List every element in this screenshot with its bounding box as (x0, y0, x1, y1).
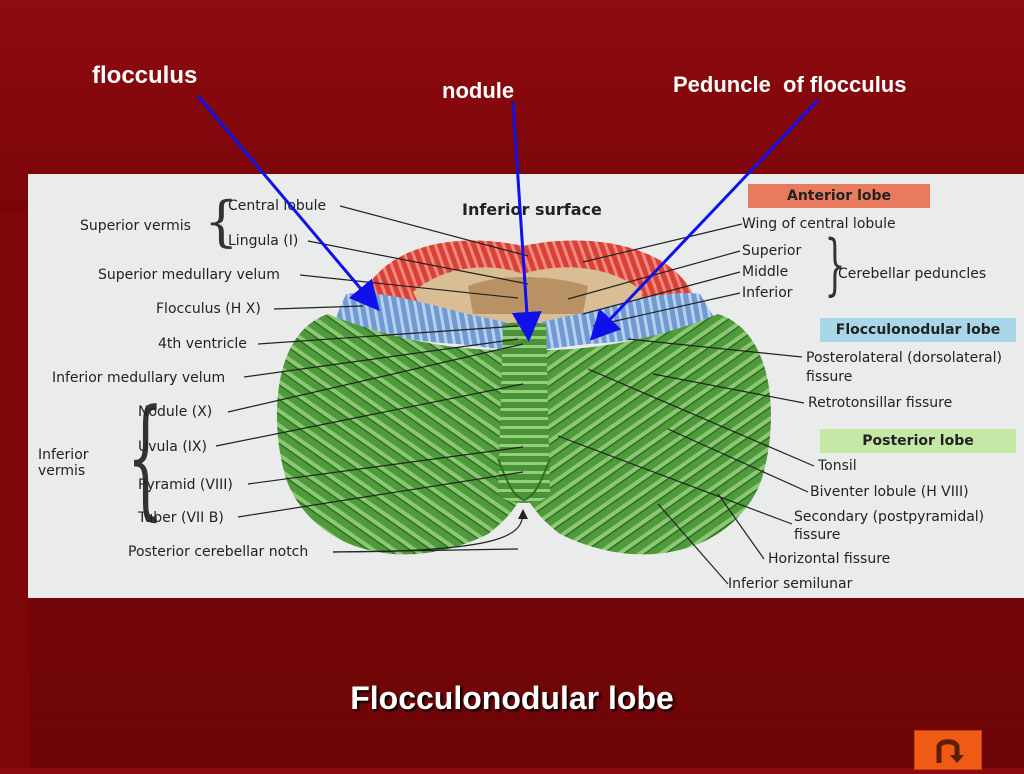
fourth-ventricle-label: 4th ventricle (158, 336, 247, 352)
secondary-fissure-label-2: fissure (794, 527, 841, 543)
horizontal-fissure-label: Horizontal fissure (768, 551, 891, 567)
posterior-lobe-label: Posterior lobe (862, 433, 974, 449)
anterior-lobe-label: Anterior lobe (786, 188, 892, 204)
biventer-lobule-label: Biventer lobule (H VIII) (810, 484, 969, 500)
central-lobule-label: Central lobule (228, 198, 327, 214)
posterolateral-fissure-label-2: fissure (806, 369, 853, 385)
superior-medullary-velum-label: Superior medullary velum (98, 267, 280, 283)
wing-central-lobule-label: Wing of central lobule (742, 216, 896, 232)
peduncle-of-flocculus-label: Peduncle of flocculus (673, 72, 907, 97)
flocculus-hx-label: Flocculus (H X) (156, 301, 261, 317)
posterolateral-fissure-label: Posterolateral (dorsolateral) (806, 350, 1002, 366)
vermis-region (498, 322, 550, 503)
pyramid-label: Pyramid (VIII) (138, 477, 233, 493)
secondary-fissure-label: Secondary (postpyramidal) (794, 509, 985, 525)
return-button[interactable] (914, 730, 982, 770)
peduncle-inferior-label: Inferior (742, 285, 793, 301)
nodule-x-label: Nodule (X) (138, 404, 213, 420)
flocculus-arrow (196, 95, 380, 312)
inferior-semilunar-label: Inferior semilunar (728, 576, 853, 592)
posterior-lobe-box (820, 429, 1016, 453)
tonsil-label: Tonsil (818, 458, 857, 474)
slide-title: Flocculonodular lobe (350, 680, 674, 716)
flocculonodular-lobe-box (820, 318, 1016, 342)
tuber-label: Tuber (VII B) (138, 510, 224, 526)
peduncle-arrow (589, 98, 820, 341)
peduncle-superior-label: Superior (742, 243, 802, 259)
peduncle-middle-label: Middle (742, 264, 789, 280)
inferior-vermis-label: Inferior vermis (38, 447, 89, 479)
left-hemisphere (276, 314, 523, 555)
nodule-arrow (511, 101, 542, 342)
figure-title: Inferior surface (462, 200, 602, 219)
nodule-label: nodule (442, 78, 515, 103)
right-hemisphere (525, 314, 771, 555)
cerebellum-illustration (215, 184, 1016, 585)
lingula-label: Lingula (I) (228, 233, 299, 249)
uvula-label: Uvula (IX) (138, 439, 207, 455)
flocculus-label: flocculus (92, 62, 198, 89)
flocculonodular-lobe-label: Flocculonodular lobe (835, 322, 1001, 338)
retrotonsillar-fissure-label: Retrotonsillar fissure (808, 395, 953, 411)
u-turn-return-icon (936, 739, 964, 763)
anterior-lobe-box (748, 184, 930, 208)
slide-left-band (0, 212, 30, 768)
cerebellum-figure: Anterior lobe Flocculonodular lobe Poste… (28, 174, 1024, 598)
superior-vermis-label: Superior vermis (80, 218, 191, 234)
cerebellar-peduncles-label: Cerebellar peduncles (838, 266, 987, 282)
inferior-medullary-velum-label: Inferior medullary velum (52, 370, 226, 386)
inferior-vermis-brace: { (126, 381, 164, 533)
superior-vermis-brace: { (204, 190, 239, 253)
posterior-cerebellar-notch-label: Posterior cerebellar notch (128, 544, 309, 560)
